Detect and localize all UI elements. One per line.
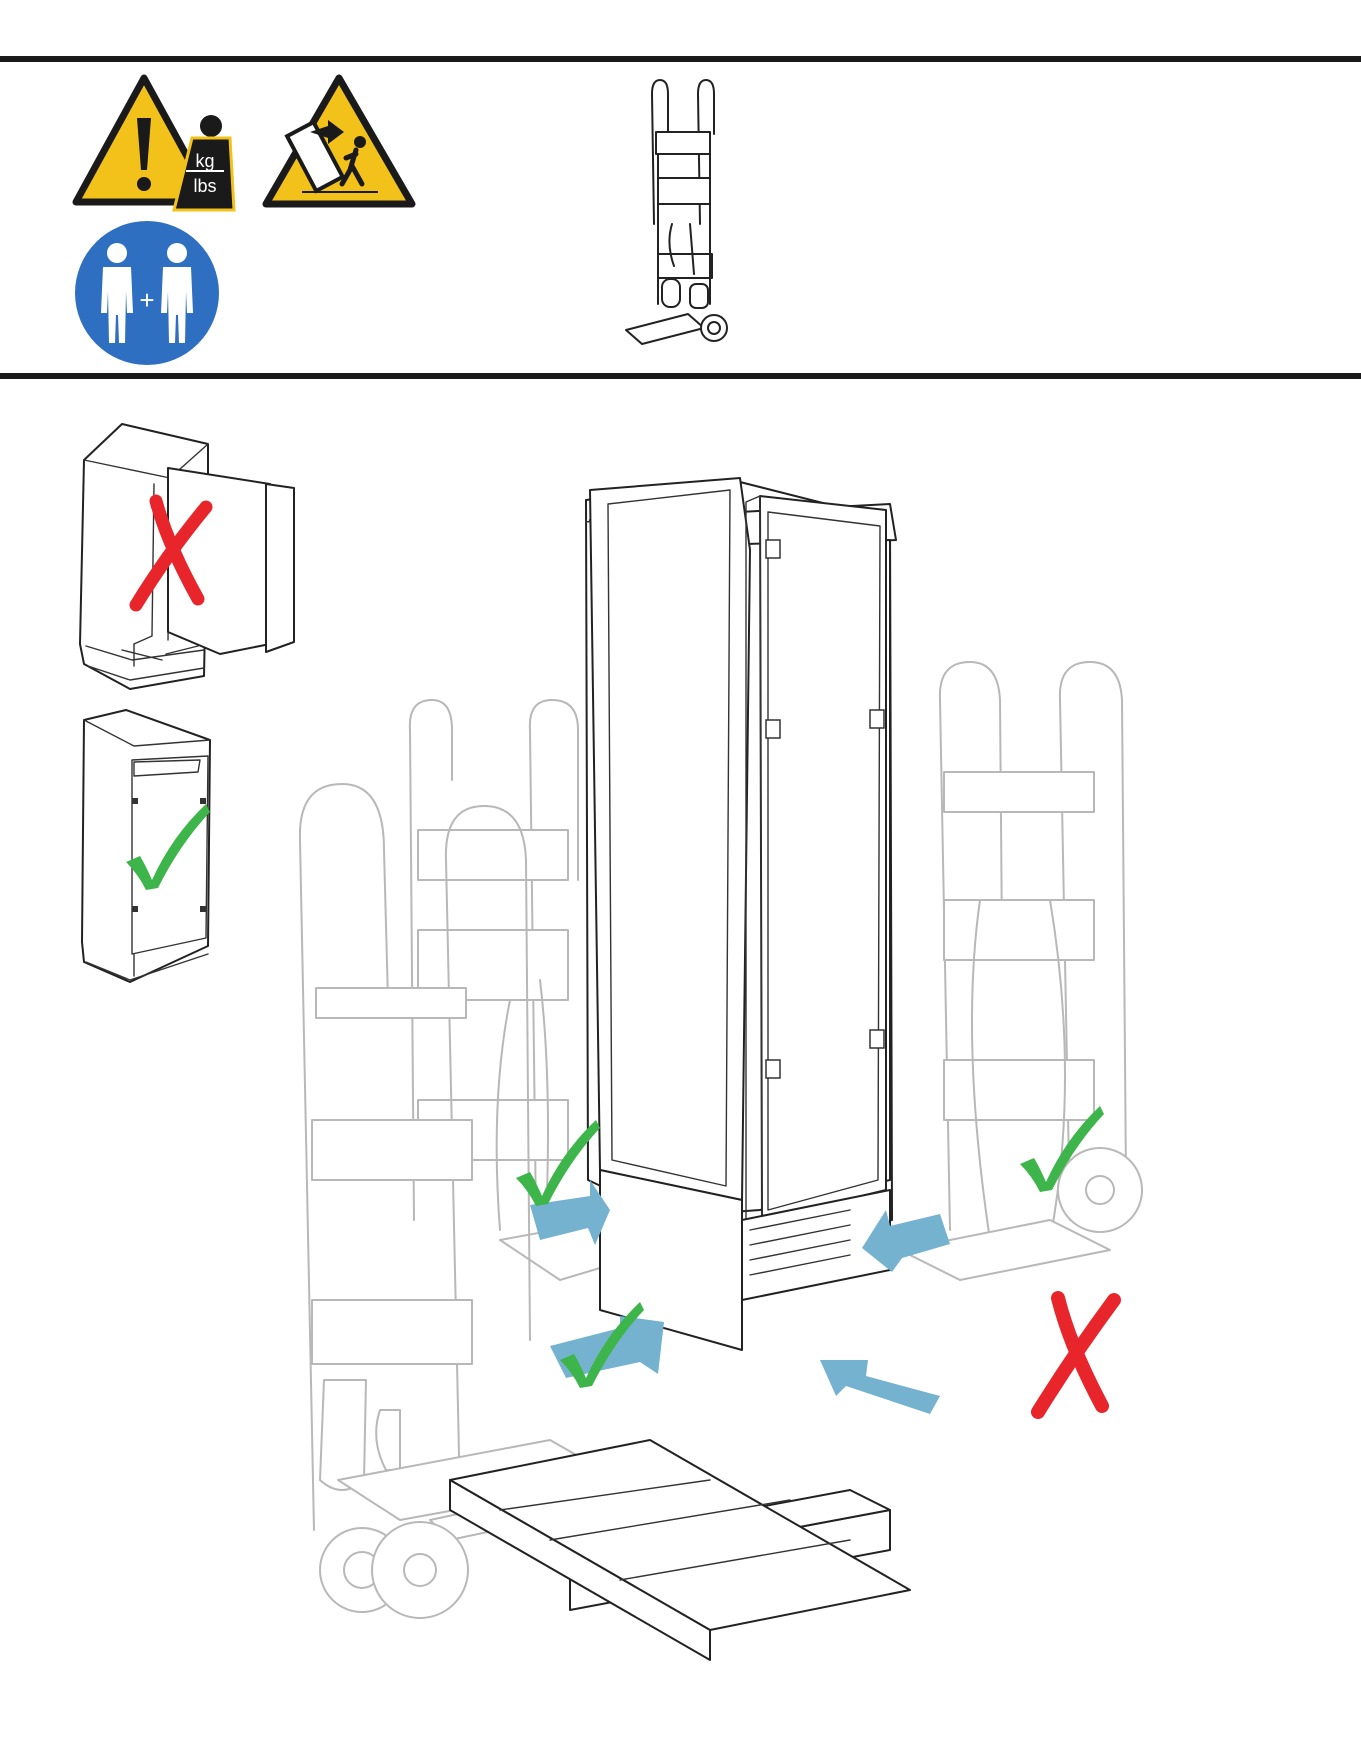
weight-unit-kg: kg	[195, 151, 214, 171]
header-bottom-rule	[0, 373, 1361, 379]
approach-arrow-right-front	[820, 1360, 940, 1414]
check-mark-icon	[120, 800, 210, 890]
heavy-weight-warning-icon: kg lbs	[74, 74, 234, 212]
shipping-pallet	[450, 1440, 910, 1660]
check-mark-icon	[1016, 1104, 1106, 1192]
two-person-plus: +	[139, 285, 154, 315]
two-person-lift-icon: +	[75, 221, 219, 365]
appliance-hand-truck-icon	[622, 74, 732, 354]
refrigerator-cabinet	[586, 478, 896, 1350]
refrigerator-on-pallet-icon	[290, 480, 1270, 1710]
cross-mark-icon	[128, 495, 214, 615]
weight-unit-lbs: lbs	[193, 176, 216, 196]
check-mark-icon	[512, 1118, 602, 1206]
tip-over-hazard-warning-icon	[262, 74, 416, 212]
header-top-rule	[0, 56, 1361, 62]
cross-mark-icon	[1030, 1290, 1122, 1422]
check-mark-icon	[556, 1300, 646, 1388]
